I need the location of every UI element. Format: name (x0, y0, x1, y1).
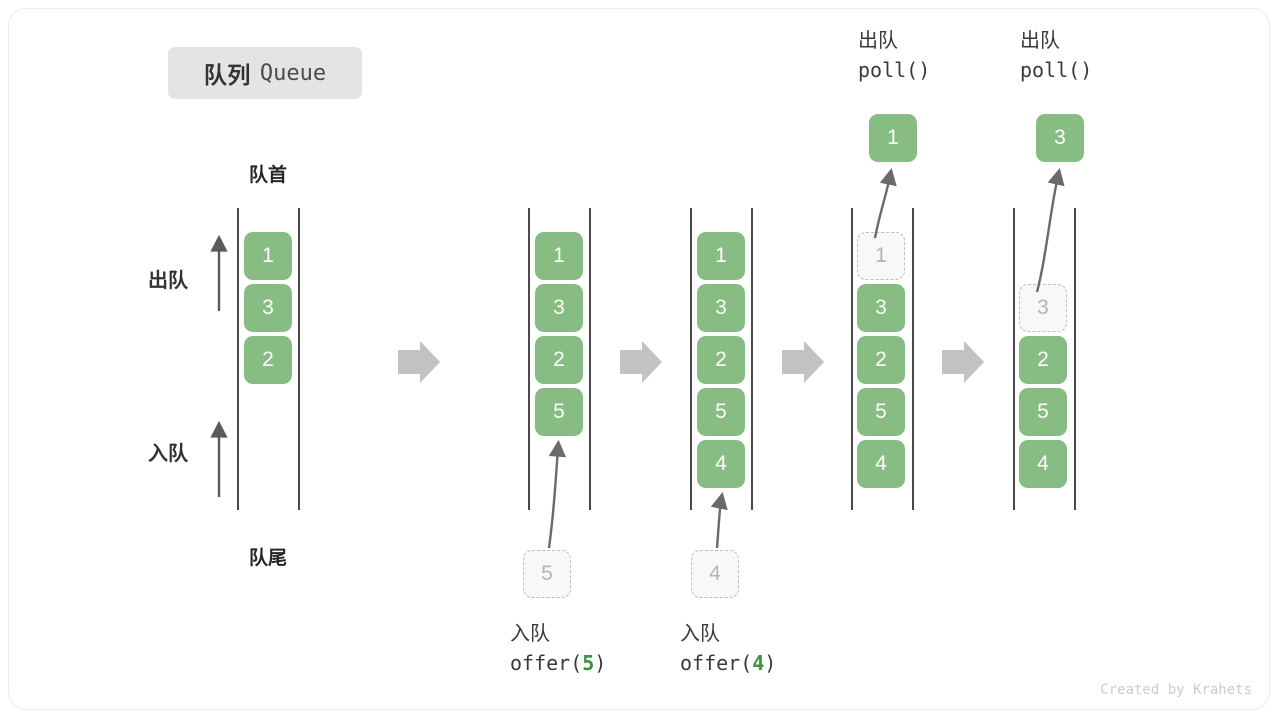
stage-5-caption-close: ) (1080, 58, 1093, 82)
stage-4-item-3: 5 (857, 388, 905, 436)
stage-3-item-3: 5 (697, 388, 745, 436)
stage-5-caption-cn: 出队 (1020, 30, 1060, 52)
stage-1-rail-left (237, 208, 239, 510)
stage-3-caption-cn: 入队 (680, 623, 720, 645)
stage-1-item-1: 3 (244, 284, 292, 332)
stage-3-item-4-value: 4 (715, 452, 727, 475)
stage-4-item-0-value: 1 (875, 244, 887, 267)
stage-3-item-4: 4 (697, 440, 745, 488)
stage-3-item-0: 1 (697, 232, 745, 280)
stage-1-item-1-value: 3 (262, 296, 274, 319)
stage-1-rail-right (298, 208, 300, 510)
title-cn: 队列 (203, 62, 251, 88)
stage-4-item-1: 3 (857, 284, 905, 332)
stage-2-caption-close: ) (594, 651, 607, 675)
stage-4-outgoing-item: 1 (869, 114, 917, 162)
stage-1-item-2-value: 2 (262, 348, 274, 371)
stage-3-rail-left (690, 208, 692, 510)
stage-3-item-0-value: 1 (715, 244, 727, 267)
stage-2-caption-fn: offer( (510, 651, 583, 675)
stage-4-rail-right (912, 208, 914, 510)
stage-1-item-0-value: 1 (262, 244, 274, 267)
stage-2-item-0-value: 1 (553, 244, 565, 267)
stage-5-item-4-value: 4 (1037, 452, 1049, 475)
queue-head-label: 队首 (248, 165, 287, 186)
stage-2-item-1: 3 (535, 284, 583, 332)
stage-1-item-0: 1 (244, 232, 292, 280)
stage-2-item-3-value: 5 (553, 400, 565, 423)
stage-5-rail-left (1013, 208, 1015, 510)
flow-arrow-1 (398, 341, 440, 383)
stage-2-item-0: 1 (535, 232, 583, 280)
enqueue-direction-label: 入队 (148, 443, 188, 465)
stage-3-caption-fn: offer( (680, 651, 753, 675)
stage-3-incoming-value: 4 (709, 562, 721, 585)
stage-2-caption-arg: 5 (582, 651, 595, 675)
stage-4-item-4: 4 (857, 440, 905, 488)
stage-3-rail-right (751, 208, 753, 510)
stage-3-item-2-value: 2 (715, 348, 727, 371)
stage-2-item-3: 5 (535, 388, 583, 436)
diagram-title-badge: 队列 Queue (168, 47, 362, 99)
stage-4-item-4-value: 4 (875, 452, 887, 475)
stage-3-item-1-value: 3 (715, 296, 727, 319)
dequeue-direction-label: 出队 (148, 270, 188, 292)
stage-5-item-1: 3 (1019, 284, 1067, 332)
stage-4-caption-code: poll() (858, 56, 930, 85)
stage-4-item-0: 1 (857, 232, 905, 280)
stage-4-item-3-value: 5 (875, 400, 887, 423)
queue-tail-label: 队尾 (248, 548, 287, 569)
stage-4-item-2: 2 (857, 336, 905, 384)
stage-5-item-1-value: 3 (1037, 296, 1049, 319)
stage-4-dequeue-arrow (873, 168, 897, 239)
flow-arrow-2 (620, 341, 662, 383)
stage-3-item-2: 2 (697, 336, 745, 384)
stage-5-item-2: 2 (1019, 336, 1067, 384)
stage-5-caption-code: poll() (1020, 56, 1092, 85)
stage-5-outgoing-item: 3 (1036, 114, 1084, 162)
stage-4-caption-cn: 出队 (858, 30, 898, 52)
flow-arrow-4 (942, 341, 984, 383)
stage-3-caption-code: offer(4) (680, 649, 776, 678)
stage-5-outgoing-value: 3 (1054, 126, 1066, 149)
stage-5-item-3-value: 5 (1037, 400, 1049, 423)
stage-5-item-2-value: 2 (1037, 348, 1049, 371)
stage-2-rail-right (589, 208, 591, 510)
stage-5-item-4: 4 (1019, 440, 1067, 488)
stage-4-item-1-value: 3 (875, 296, 887, 319)
stage-3-caption-arg: 4 (752, 651, 765, 675)
stage-1-item-2: 2 (244, 336, 292, 384)
stage-2-item-2-value: 2 (553, 348, 565, 371)
stage-3-incoming-item: 4 (691, 550, 739, 598)
stage-3-item-3-value: 5 (715, 400, 727, 423)
stage-2-rail-left (528, 208, 530, 510)
stage-2-caption: 入队 offer(5) (510, 620, 606, 678)
stage-2-incoming-value: 5 (541, 562, 553, 585)
stage-5-dequeue-arrow (1035, 168, 1065, 293)
stage-4-caption-fn: poll( (858, 58, 919, 82)
stage-5-caption-fn: poll( (1020, 58, 1081, 82)
stage-2-item-1-value: 3 (553, 296, 565, 319)
stage-3-caption-close: ) (764, 651, 777, 675)
title-en: Queue (259, 60, 327, 86)
stage-4-caption-close: ) (918, 58, 931, 82)
stage-2-caption-code: offer(5) (510, 649, 606, 678)
flow-arrow-3 (782, 341, 824, 383)
stage-5-rail-right (1074, 208, 1076, 510)
stage-3-item-1: 3 (697, 284, 745, 332)
stage-5-caption: 出队 poll() (1020, 27, 1092, 85)
stage-5-item-3: 5 (1019, 388, 1067, 436)
stage-2-enqueue-arrow (547, 439, 567, 549)
stage-2-incoming-item: 5 (523, 550, 571, 598)
stage-4-caption: 出队 poll() (858, 27, 930, 85)
stage-4-rail-left (851, 208, 853, 510)
stage-4-outgoing-value: 1 (887, 126, 899, 149)
stage-4-item-2-value: 2 (875, 348, 887, 371)
stage-3-caption: 入队 offer(4) (680, 620, 776, 678)
credit-text: Created by Krahets (1100, 682, 1252, 698)
stage-2-item-2: 2 (535, 336, 583, 384)
stage-3-enqueue-arrow (710, 491, 728, 549)
stage-2-caption-cn: 入队 (510, 623, 550, 645)
